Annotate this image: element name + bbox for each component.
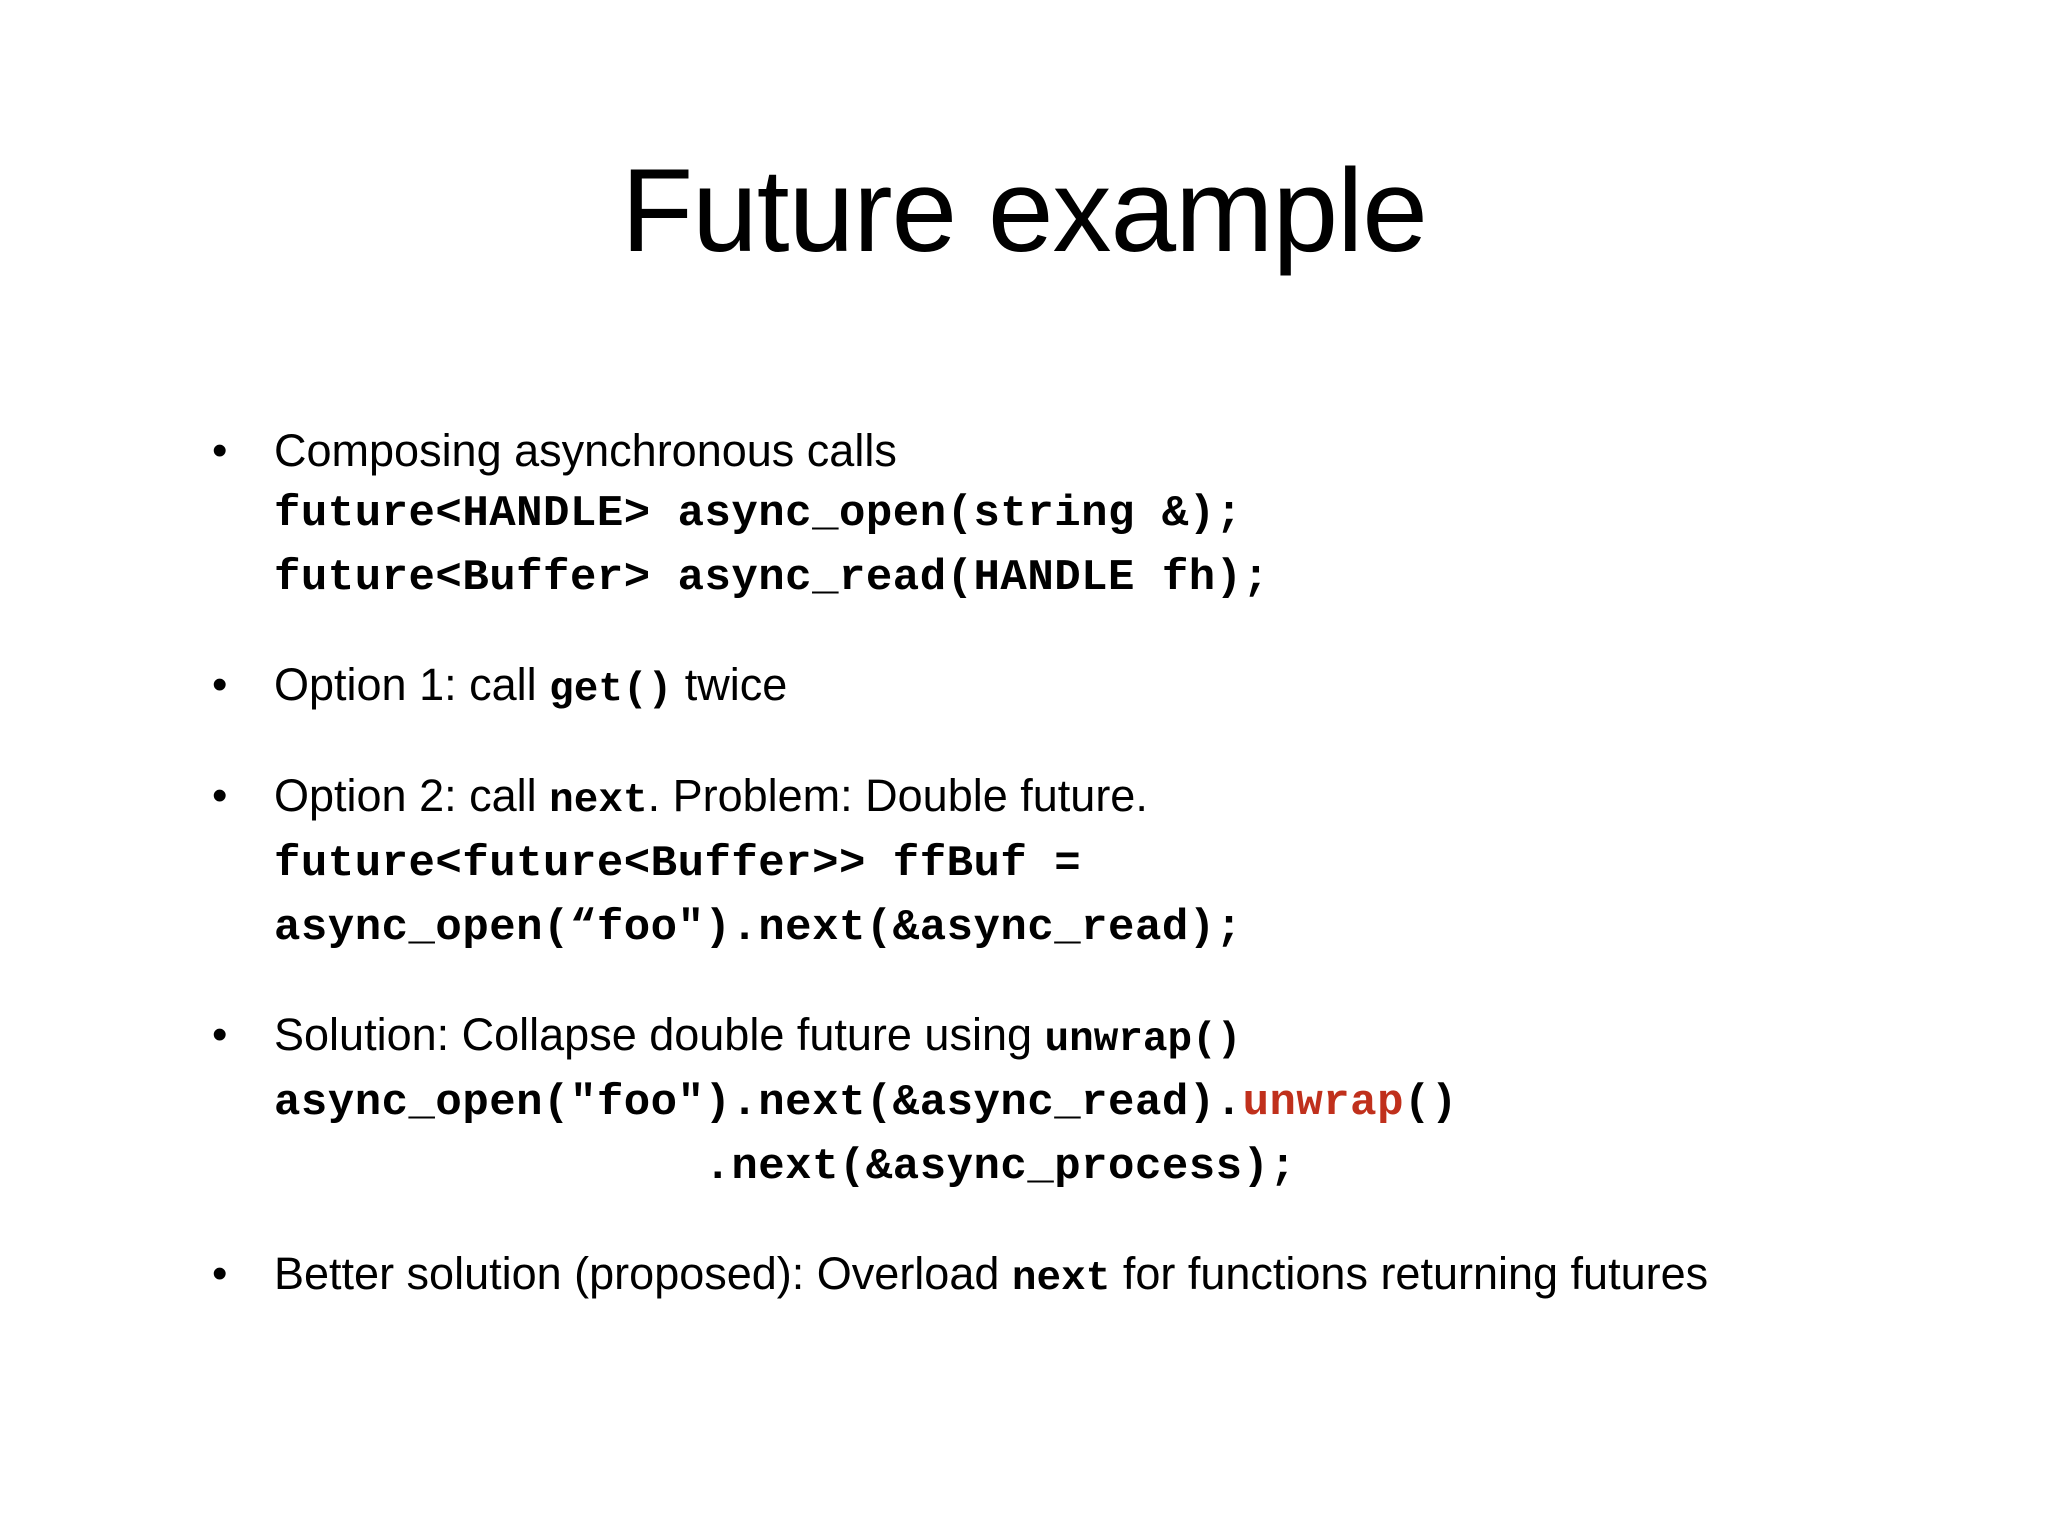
code-line: future<future<Buffer>> ffBuf =: [274, 832, 2032, 896]
text-run: . Problem: Double future.: [647, 770, 1148, 821]
code-line: .next(&async_process);: [274, 1135, 2032, 1199]
code-run: future<HANDLE> async_open(string &);: [274, 489, 1243, 539]
bullet-item-solution: • Solution: Collapse double future using …: [212, 1004, 2032, 1199]
text-run: Better solution (proposed): Overload: [274, 1248, 1012, 1299]
bullet-text: Option 1: call get() twice: [274, 654, 2032, 721]
bullet-body: Option 2: call next. Problem: Double fut…: [274, 765, 2032, 960]
bullet-item-option-2: • Option 2: call next. Problem: Double fu…: [212, 765, 2032, 960]
bullet-body: Composing asynchronous calls future<HANDL…: [274, 420, 2032, 610]
bullet-marker-icon: •: [212, 426, 228, 475]
bullet-item-composing: • Composing asynchronous calls future<HAND…: [212, 420, 2032, 610]
bullet-text: Solution: Collapse double future using u…: [274, 1004, 2032, 1071]
inline-code: next: [1011, 1256, 1111, 1302]
code-run: future<future<Buffer>> ffBuf =: [274, 839, 1082, 889]
text-run: Option 1: call: [274, 659, 550, 710]
bullet-marker-icon: •: [212, 771, 228, 820]
inline-code: unwrap(): [1044, 1017, 1242, 1063]
bullet-text: Better solution (proposed): Overload nex…: [274, 1243, 2032, 1310]
inline-code: next: [549, 778, 648, 824]
code-line: async_open("foo").next(&async_read).unwr…: [274, 1071, 2032, 1135]
code-run: async_open("foo").next(&async_read).: [274, 1078, 1243, 1128]
bullet-body: Solution: Collapse double future using u…: [274, 1004, 2032, 1199]
text-run: Composing asynchronous calls: [274, 425, 897, 476]
bullet-item-option-1: • Option 1: call get() twice: [212, 654, 2032, 721]
bullet-body: Better solution (proposed): Overload nex…: [274, 1243, 2032, 1310]
code-line: future<HANDLE> async_open(string &);: [274, 482, 2032, 546]
code-line: future<Buffer> async_read(HANDLE fh);: [274, 546, 2032, 610]
code-run: (): [1404, 1078, 1458, 1128]
bullet-marker-icon: •: [212, 1010, 228, 1059]
code-run: .next(&async_process);: [274, 1142, 1297, 1192]
text-run: Solution: Collapse double future using: [274, 1009, 1045, 1060]
page-title: Future example: [621, 145, 1428, 277]
code-run: async_open(“foo").next(&async_read);: [274, 903, 1243, 953]
code-line: async_open(“foo").next(&async_read);: [274, 896, 2032, 960]
code-run: future<Buffer> async_read(HANDLE fh);: [274, 553, 1270, 603]
bullet-marker-icon: •: [212, 660, 228, 709]
text-run: twice: [672, 659, 788, 710]
inline-code: get(): [549, 667, 673, 713]
text-run: for functions returning futures: [1110, 1248, 1709, 1299]
text-run: Option 2: call: [274, 770, 550, 821]
bullet-text: Composing asynchronous calls: [274, 420, 2032, 482]
code-highlight: unwrap: [1242, 1078, 1404, 1128]
bullet-marker-icon: •: [212, 1249, 228, 1298]
slide-body: • Composing asynchronous calls future<HAND…: [212, 420, 2032, 1354]
bullet-body: Option 1: call get() twice: [274, 654, 2032, 721]
bullet-text: Option 2: call next. Problem: Double fut…: [274, 765, 2032, 832]
bullet-item-better-solution: • Better solution (proposed): Overload ne…: [212, 1243, 2032, 1310]
